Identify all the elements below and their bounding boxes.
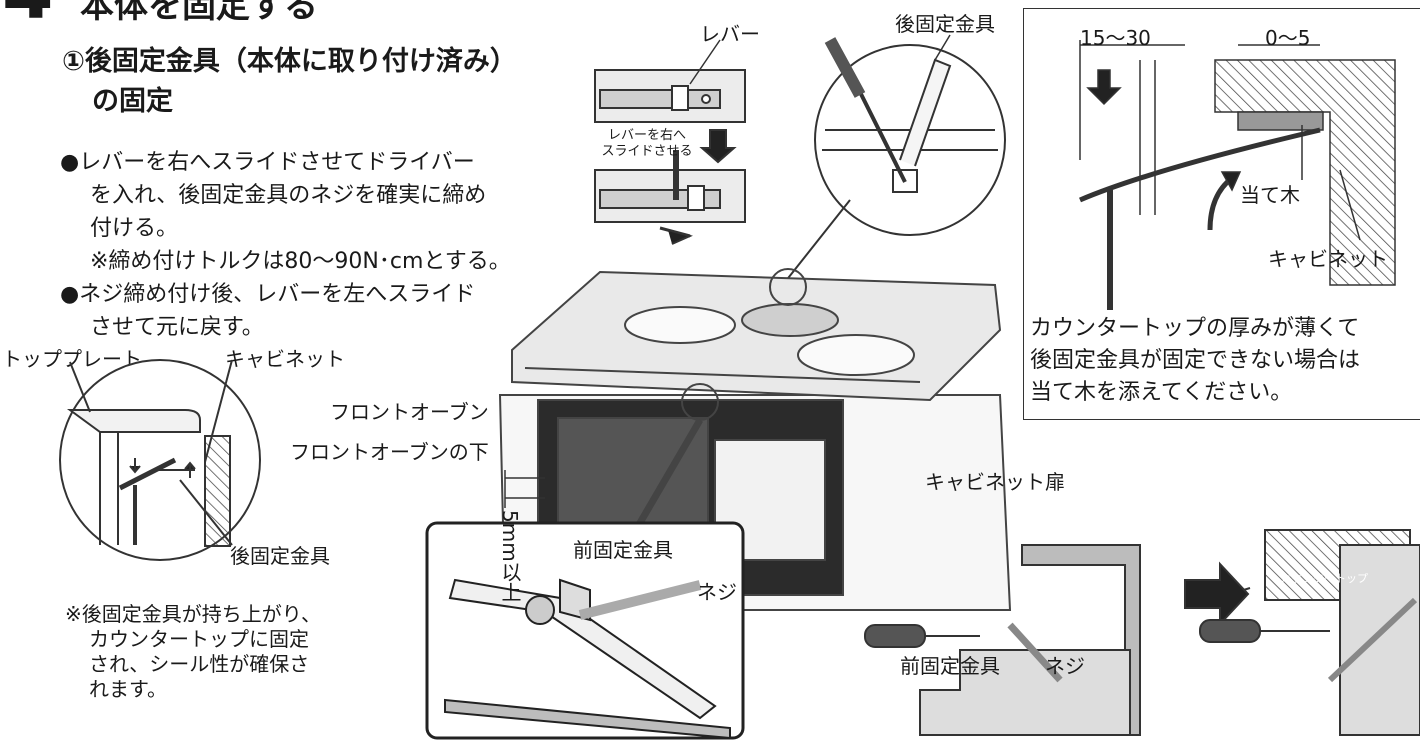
label-cabinet-door: キャビネット扉	[925, 470, 1065, 494]
label-rear-bracket-left: 後固定金具	[230, 544, 330, 568]
instruction-1-line-2: を入れ、後固定金具のネジを確実に締め	[90, 183, 487, 208]
label-screw-detail: ネジ	[697, 580, 737, 604]
subtitle-line-1: ①後固定金具（本体に取り付け済み）	[62, 46, 517, 77]
left-note-line-2: カウンタートップに固定	[89, 627, 309, 651]
left-note-line-1: ※後固定金具が持ち上がり、	[65, 602, 321, 626]
instruction-1-line-3: 付ける。	[90, 216, 179, 241]
inset-dim-left: 15～30	[1080, 26, 1151, 50]
label-front-bracket-bottom: 前固定金具	[900, 654, 1000, 678]
inset-dim-right: 0～5	[1265, 26, 1311, 50]
label-clearance-suffix: 以上	[498, 561, 522, 602]
left-note-line-4: れます。	[89, 677, 167, 701]
label-front-oven-bottom: フロントオーブンの下	[290, 440, 489, 464]
section-subtitle: ①後固定金具（本体に取り付け済み） の固定	[62, 42, 517, 122]
front-bracket-detail	[425, 521, 745, 740]
instruction-2: ●ネジ締め付け後、レバーを左へスライド させて元に戻す。	[60, 278, 535, 344]
label-slide-line-2: スライドさせる	[601, 144, 693, 159]
inset-label-shim: 当て木	[1240, 183, 1300, 207]
label-clearance-value: 5mm	[498, 510, 522, 562]
bottom-right-illustration	[864, 529, 1420, 736]
left-note-line-3: され、シール性が確保さ	[89, 652, 310, 676]
label-rear-bracket-main: 後固定金具	[895, 12, 995, 36]
label-lever: レバー	[700, 22, 760, 46]
label-clearance: 5mm以上	[495, 510, 522, 602]
instruction-1: ●レバーを右へスライドさせてドライバー を入れ、後固定金具のネジを確実に締め 付…	[60, 146, 535, 245]
label-cabinet-left: キャビネット	[225, 347, 345, 371]
left-detail-illustration	[59, 359, 261, 561]
clearance-markings	[504, 470, 545, 508]
label-countertop: カウンタートップ	[1280, 572, 1368, 585]
inset-caption-line-3: 当て木を添えてください。	[1030, 380, 1293, 405]
instruction-list: ●レバーを右へスライドさせてドライバー を入れ、後固定金具のネジを確実に締め 付…	[60, 146, 535, 344]
label-screw-bottom: ネジ	[1045, 654, 1085, 678]
left-diagram-note: ※後固定金具が持ち上がり、 カウンタートップに固定 され、シール性が確保さ れま…	[65, 602, 385, 702]
lever-illustration	[594, 39, 746, 245]
subtitle-line-2: の固定	[92, 86, 173, 117]
inset-caption-line-1: カウンタートップの厚みが薄くて	[1030, 316, 1360, 341]
step-title: 本体を固定する	[80, 0, 318, 26]
instruction-1-line-1: ●レバーを右へスライドさせてドライバー	[60, 150, 475, 175]
torque-note: ※締め付けトルクは80～90N･cmとする。	[90, 249, 511, 274]
label-slide-line-1: レバーを右へ	[607, 128, 686, 143]
label-front-bracket-detail: 前固定金具	[573, 538, 673, 562]
inset-illustration	[1079, 40, 1396, 310]
inset-box	[1023, 8, 1420, 420]
rear-bracket-detail	[784, 34, 1006, 283]
inset-caption-line-2: 後固定金具が固定できない場合は	[1030, 348, 1361, 373]
step-number: 4	[2, 0, 54, 30]
instruction-2-line-1: ●ネジ締め付け後、レバーを左へスライド	[60, 282, 476, 307]
label-front-oven: フロントオーブン	[330, 400, 489, 424]
inset-caption: カウンタートップの厚みが薄くて 後固定金具が固定できない場合は 当て木を添えてく…	[1030, 313, 1360, 409]
label-slide-lever: レバーを右へ スライドさせる	[592, 128, 702, 160]
instruction-2-line-2: させて元に戻す。	[90, 315, 264, 340]
inset-label-cabinet: キャビネット	[1268, 247, 1388, 271]
